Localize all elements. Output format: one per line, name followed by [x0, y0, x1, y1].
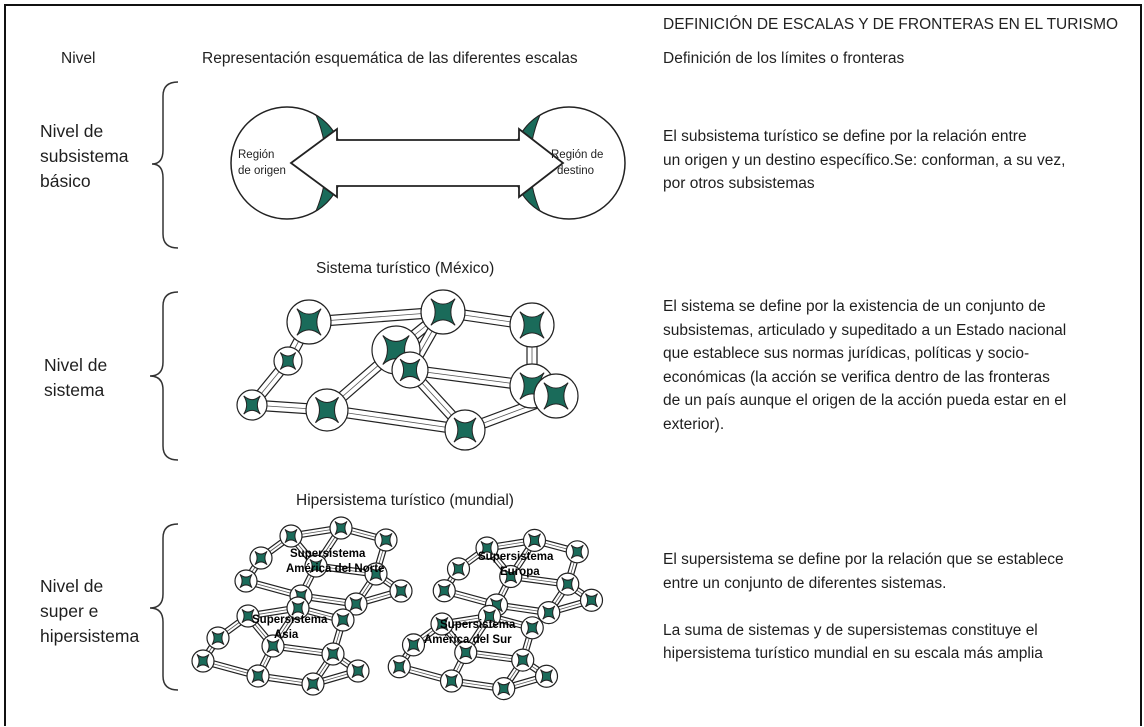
node-fill	[483, 609, 496, 624]
level-3-name-line: super e	[40, 601, 99, 621]
description-line: exterior).	[663, 415, 725, 433]
node-fill	[349, 596, 363, 612]
node-fill	[570, 544, 584, 559]
level-1-name-line: Nivel de	[40, 121, 104, 141]
level-3-name-line: Nivel de	[40, 576, 104, 596]
header-definicion: Definición de los límites o fronteras	[663, 50, 905, 67]
level-2-name-line: sistema	[44, 380, 105, 400]
description-line: El subsistema turístico se define por la…	[663, 128, 1027, 145]
level-2-name-line: Nivel de	[44, 355, 108, 375]
node-fill	[284, 528, 298, 544]
node-fill	[435, 616, 449, 632]
description-line: un origen y un destino específico.Se: co…	[663, 151, 1066, 169]
level-1-bracket	[151, 81, 179, 249]
node-fill	[296, 308, 322, 336]
node-fill	[452, 561, 465, 576]
description-line: El sistema se define por la existencia d…	[663, 298, 1046, 315]
node-fill	[407, 637, 420, 652]
node-fill	[279, 352, 297, 370]
node-fill	[394, 583, 408, 599]
node-fill	[430, 298, 456, 326]
link-line	[326, 409, 466, 431]
node-fill	[326, 646, 340, 662]
description-line: que establece sus normas jurídicas, polí…	[663, 345, 1030, 362]
node-fill	[239, 573, 253, 589]
header-representacion: Representación esquemática de las difere…	[202, 50, 578, 67]
node-fill	[254, 550, 268, 566]
node-fill	[561, 577, 575, 592]
hypersystem-network	[191, 516, 604, 701]
description-line: La suma de sistemas y de supersistemas c…	[663, 621, 1038, 639]
node-fill	[369, 566, 383, 582]
node-fill	[266, 638, 280, 654]
level-1-description: El subsistema turístico se define por la…	[663, 125, 1065, 196]
figure-frame	[4, 4, 1142, 726]
level-3-description: El supersistema se define por la relació…	[663, 548, 1064, 666]
sistema-caption: Sistema turístico (México)	[316, 260, 495, 277]
node-fill	[211, 630, 225, 646]
node-fill	[251, 668, 265, 684]
level-2-bracket	[149, 291, 179, 461]
hipersistema-caption: Hipersistema turístico (mundial)	[296, 492, 514, 509]
description-line: por otros subsistemas	[663, 175, 815, 192]
node-fill	[459, 645, 473, 660]
description-line: El supersistema se define por la relació…	[663, 551, 1064, 568]
node-fill	[542, 605, 556, 620]
description-line: económicas (la acción se verifica dentro…	[663, 368, 1050, 386]
node-fill	[516, 653, 530, 668]
figure-title: DEFINICIÓN DE ESCALAS Y DE FRONTERAS EN …	[663, 16, 1119, 33]
node-fill	[543, 382, 569, 410]
node-fill	[306, 676, 320, 692]
level-3-bracket	[149, 523, 179, 691]
level-1-name-line: subsistema	[40, 146, 129, 166]
level-1-name: Nivel de subsistema básico	[40, 119, 129, 194]
level-1-name-line: básico	[40, 171, 91, 191]
node-fill	[540, 669, 553, 684]
level-2-name: Nivel de sistema	[44, 353, 107, 403]
description-line: entre un conjunto de diferentes sistemas…	[663, 574, 947, 592]
node-fill	[399, 358, 421, 382]
node-fill	[241, 608, 255, 624]
description-line: hipersistema turístico mundial en su esc…	[663, 645, 1043, 662]
node-fill	[445, 673, 458, 689]
header-nivel: Nivel	[61, 50, 96, 67]
node-fill	[437, 583, 451, 598]
node-fill	[379, 532, 393, 548]
level-3-name-line: hipersistema	[40, 626, 140, 646]
level-2-description: El sistema se define por la existencia d…	[663, 295, 1066, 436]
node-fill	[504, 569, 518, 584]
node-fill	[519, 311, 545, 339]
node-fill	[528, 533, 541, 548]
node-fill	[525, 620, 539, 635]
node-fill	[291, 600, 305, 616]
node-fill	[334, 520, 348, 536]
node-fill	[309, 558, 323, 574]
node-fill	[243, 395, 261, 415]
description-line: subsistemas, articulado y supeditado a u…	[663, 321, 1067, 339]
node-fill	[336, 612, 350, 628]
node-fill	[392, 659, 406, 674]
node-fill	[196, 653, 210, 669]
double-arrow	[289, 127, 565, 199]
node-fill	[351, 663, 365, 679]
node-fill	[453, 417, 477, 443]
level-3-name: Nivel de super e hipersistema	[40, 574, 139, 649]
node-fill	[480, 540, 494, 556]
node-fill	[315, 396, 339, 424]
description-line: de un país aunque el origen de la acción…	[663, 392, 1067, 409]
node-fill	[497, 681, 511, 696]
node-fill	[585, 593, 598, 608]
system-network	[236, 289, 579, 451]
